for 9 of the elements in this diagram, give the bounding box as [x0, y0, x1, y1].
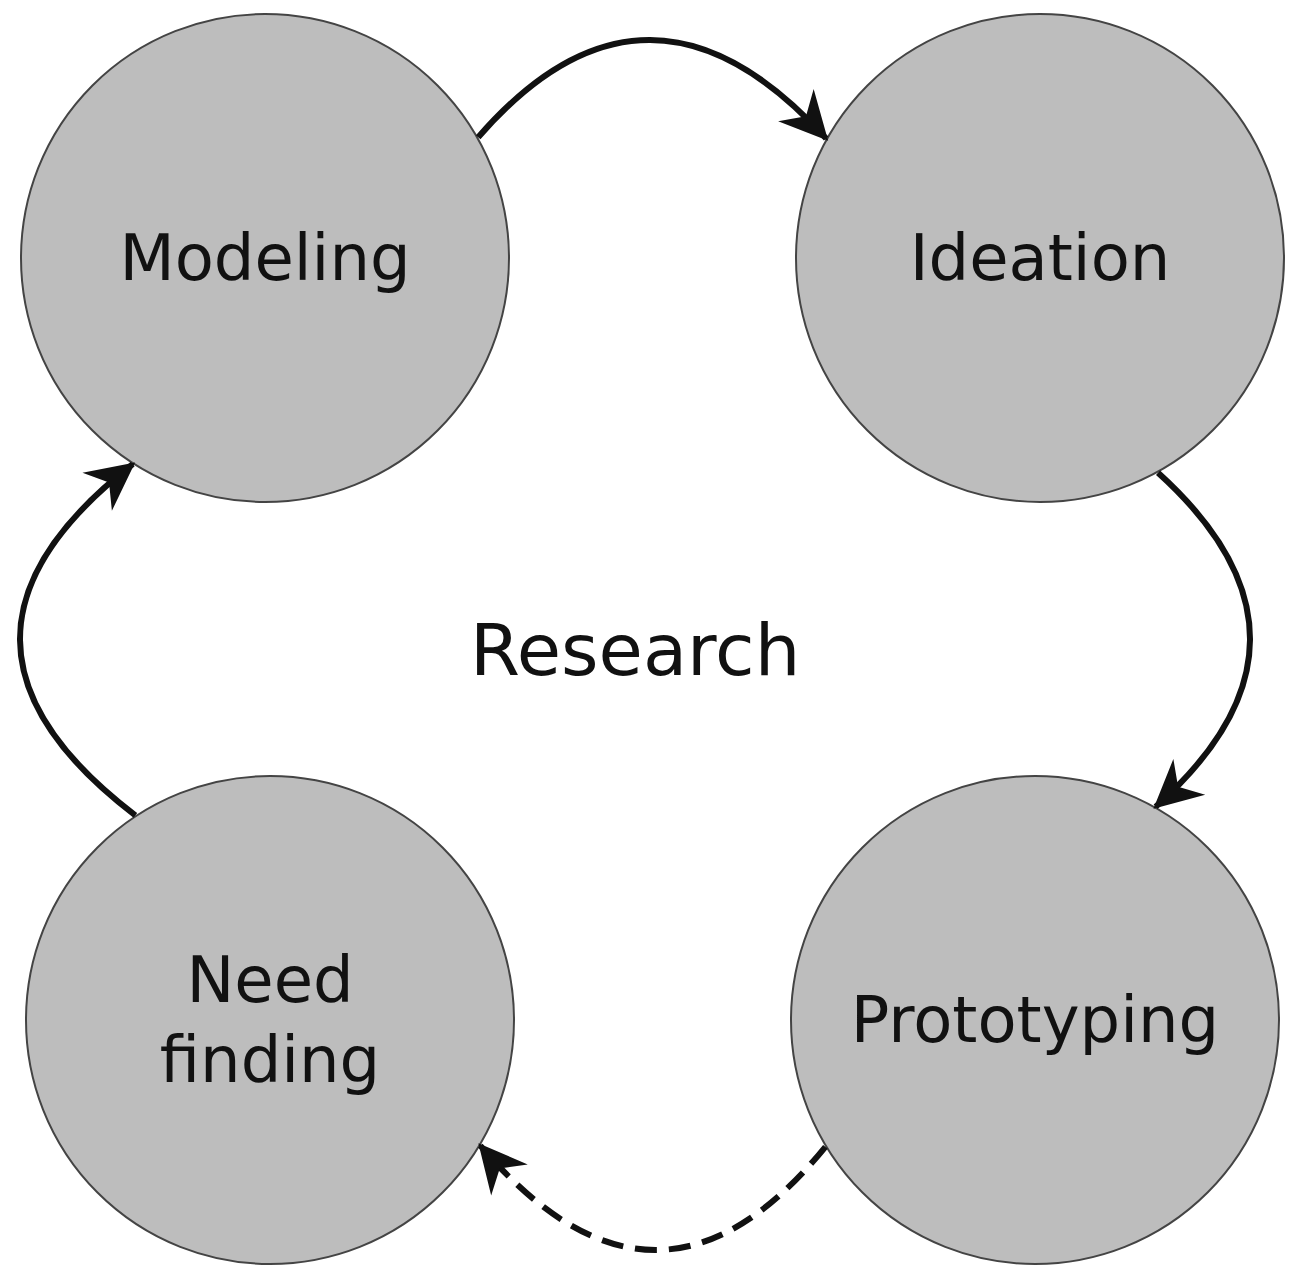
arrow [476, 37, 829, 141]
node-label: Ideation [909, 220, 1171, 297]
arrow [478, 1143, 828, 1253]
arrow [17, 461, 138, 818]
node-label: Modeling [119, 220, 411, 297]
arrow [1153, 470, 1253, 809]
node-label: Prototyping [850, 982, 1220, 1059]
node-label: Need finding [158, 942, 382, 1099]
center-label: Research [470, 608, 801, 692]
